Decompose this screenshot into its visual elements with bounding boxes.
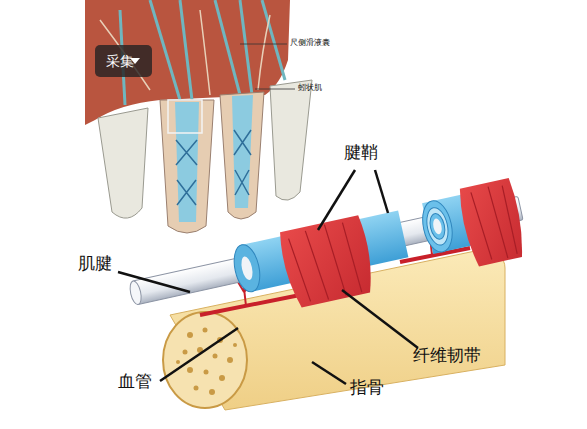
collect-button: 采集 bbox=[95, 45, 152, 77]
spongy-bone bbox=[176, 328, 237, 396]
finger-sheath bbox=[175, 102, 199, 222]
part-label: 血管 bbox=[118, 372, 152, 392]
dropdown-arrow bbox=[130, 58, 140, 66]
small-label: 蚓状肌 bbox=[298, 83, 322, 92]
finger bbox=[220, 92, 264, 219]
finger-ligament bbox=[234, 130, 251, 195]
bone-cross-section bbox=[163, 312, 247, 408]
finger bbox=[270, 80, 312, 200]
part-label: 腱鞘 bbox=[344, 143, 378, 163]
part-label: 纤维韧带 bbox=[413, 346, 481, 366]
finger-ligament bbox=[176, 140, 197, 205]
button-text: 采集 bbox=[106, 45, 134, 77]
highlight-box bbox=[168, 100, 202, 133]
leader-lines bbox=[118, 170, 418, 384]
leader-line bbox=[240, 44, 287, 45]
tendon bbox=[124, 177, 531, 343]
finger bbox=[160, 100, 214, 233]
blood-vessel bbox=[200, 295, 300, 315]
small-label: 尺侧滑液囊 bbox=[290, 38, 330, 47]
finger-sheath bbox=[232, 95, 253, 208]
part-label: 肌腱 bbox=[78, 254, 112, 274]
finger bbox=[98, 108, 148, 218]
part-label: 指骨 bbox=[350, 378, 384, 398]
leader-line bbox=[255, 89, 295, 90]
